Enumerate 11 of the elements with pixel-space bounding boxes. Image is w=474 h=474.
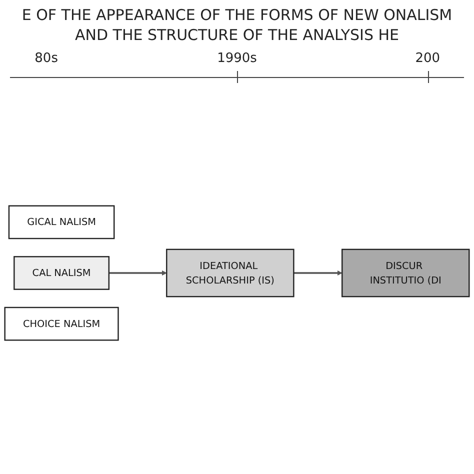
arrow (294, 270, 342, 276)
node-box: DISCUR INSTITUTIO (DI (342, 248, 470, 298)
node-box: CHOICE NALISM (4, 306, 119, 341)
title: E OF THE APPEARANCE OF THE FORMS OF NEW ONALISM AND THE STRUCTURE OF THE ANALYSIS HE (20, 5, 454, 46)
timeline-label: 80s (34, 51, 58, 66)
node-box: IDEATIONAL SCHOLARSHIP (IS) (166, 248, 294, 298)
arrow (108, 270, 167, 276)
timeline-label: 200 (415, 51, 440, 66)
timeline-label: 1990s (217, 51, 257, 66)
node-box: CAL NALISM (14, 256, 110, 290)
node-box: GICAL NALISM (8, 205, 115, 240)
